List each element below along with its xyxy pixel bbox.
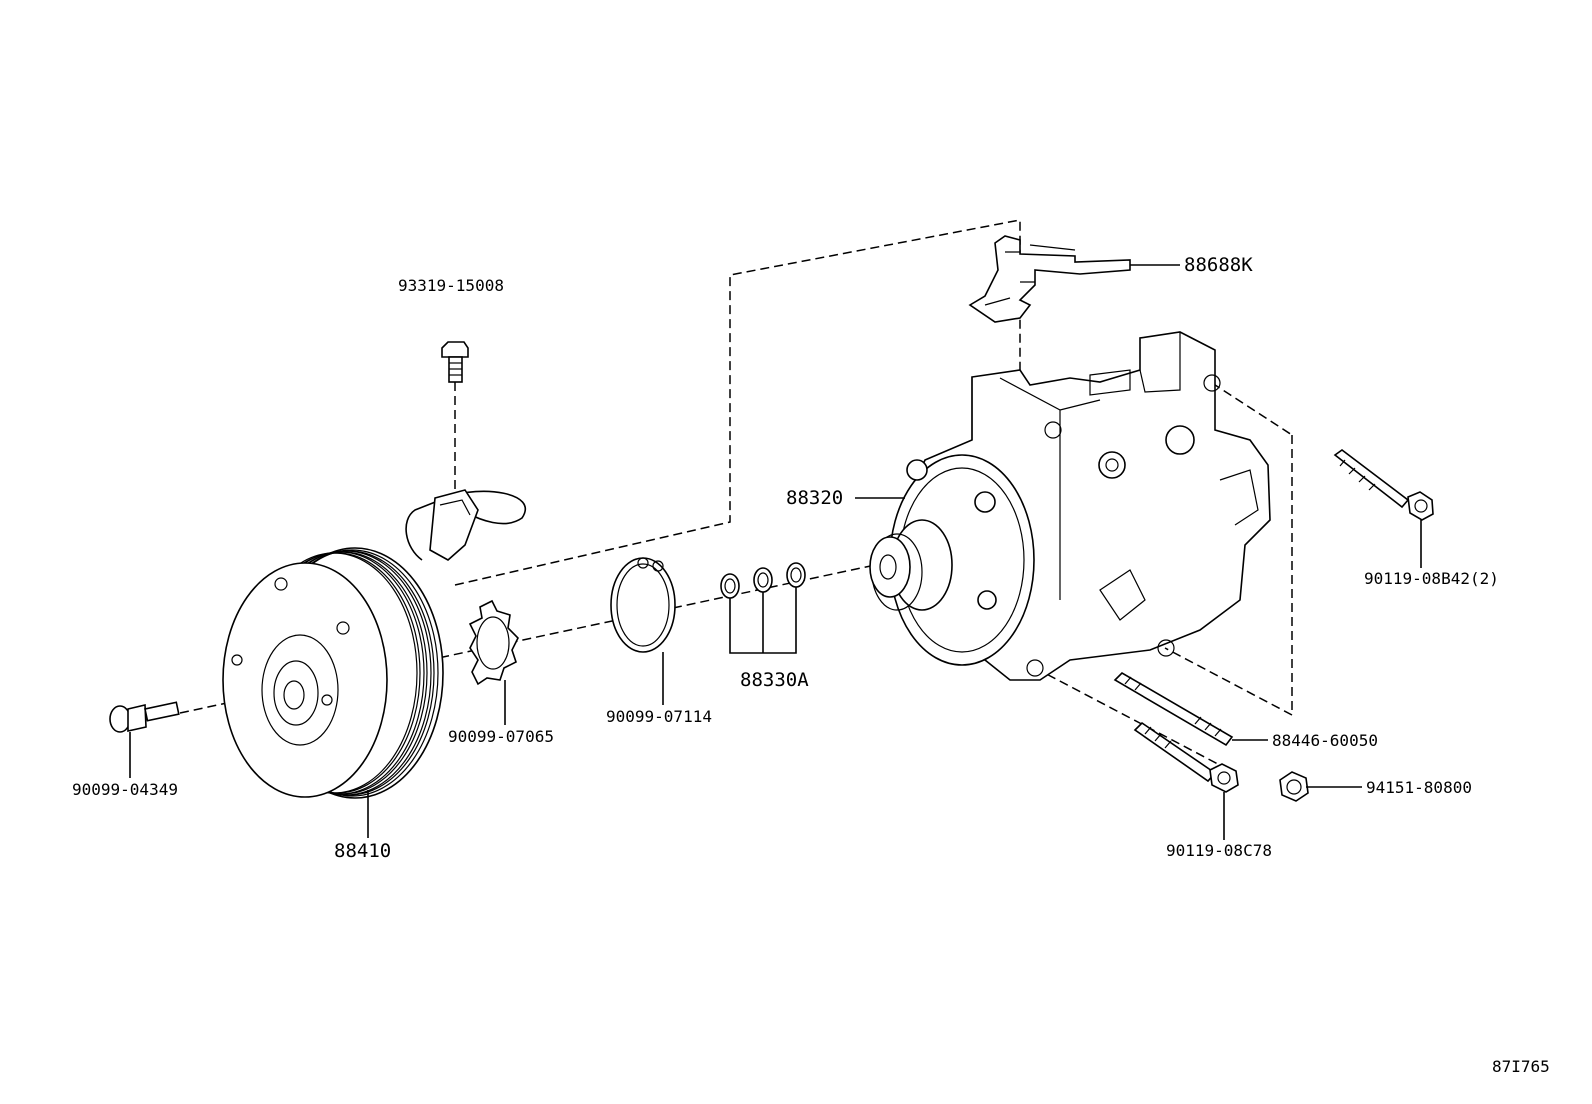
bolt-93319-15008 (441, 341, 469, 383)
label-88688k: 88688K (1184, 254, 1253, 276)
stud-88446-60050 (1113, 671, 1234, 747)
label-90119-08b42: 90119-08B42(2) (1364, 569, 1499, 588)
bolt-90119-08c78 (1133, 721, 1239, 793)
label-90099-04349: 90099-04349 (72, 780, 178, 799)
nut-94151-80800 (1279, 771, 1309, 802)
label-94151-80800: 94151-80800 (1366, 778, 1472, 797)
bolt-90099-04349 (109, 701, 180, 733)
shim-90099-07065 (468, 599, 519, 686)
bracket-88688k (968, 235, 1131, 323)
part-labels: 93319-15008 88688K 88320 90119-08B42(2) … (72, 254, 1550, 1076)
label-88446-60050: 88446-60050 (1272, 731, 1378, 750)
snap-ring-90099-07114 (610, 557, 676, 653)
label-88410: 88410 (334, 840, 391, 862)
label-90099-07114: 90099-07114 (606, 707, 712, 726)
label-90099-07065: 90099-07065 (448, 727, 554, 746)
bolt-90119-08b42 (1333, 449, 1434, 521)
leader-lines (129, 264, 1422, 840)
clutch-pulley-88410 (222, 547, 444, 799)
label-93319-15008: 93319-15008 (398, 276, 504, 295)
label-88320: 88320 (786, 487, 843, 509)
compressor-88320 (869, 331, 1271, 681)
clutch-connector (405, 489, 526, 561)
label-88330a: 88330A (740, 669, 809, 691)
label-90119-08c78: 90119-08C78 (1166, 841, 1272, 860)
reference-code: 87I765 (1492, 1057, 1550, 1076)
